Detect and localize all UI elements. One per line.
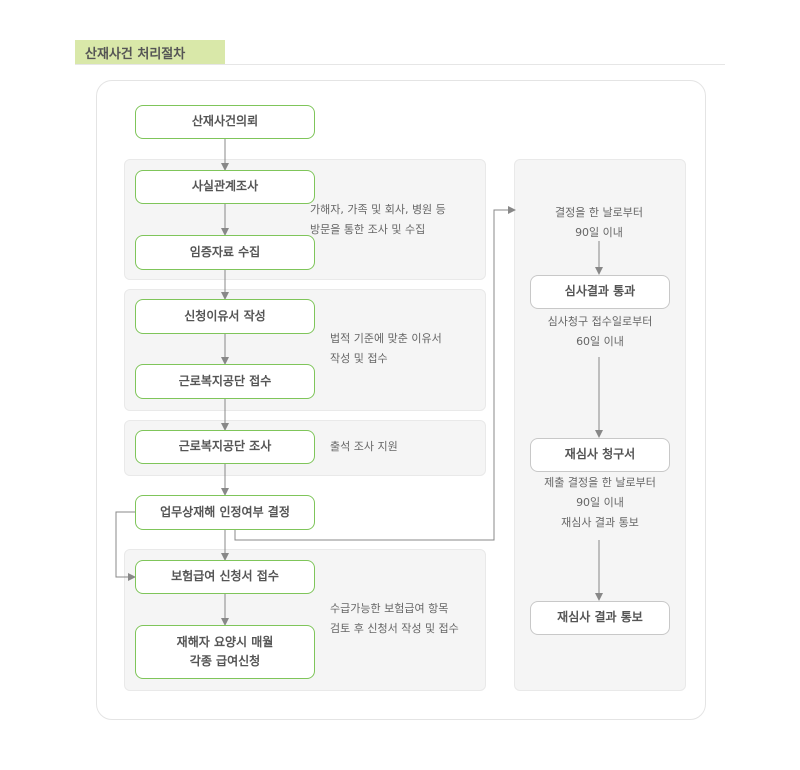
box-rereview-claim: 재심사 청구서 [530, 438, 670, 472]
note-decision-line2: 90일 이내 [575, 226, 623, 239]
title-divider [75, 64, 725, 65]
note-submit-line1: 제출 결정을 한 날로부터 [544, 476, 656, 489]
note-legal-line1: 법적 기준에 맞춘 이유서 [330, 332, 442, 345]
note-fact-line2: 방문을 통한 조사 및 수집 [310, 223, 426, 236]
box-benefit-claim: 보험급여 신청서 접수 [135, 560, 315, 594]
box-accident-request: 산재사건의뢰 [135, 105, 315, 139]
note-benefit-line2: 검토 후 신청서 작성 및 접수 [330, 622, 459, 635]
box-comwel-receipt: 근로복지공단 접수 [135, 364, 315, 399]
box-fact-investigation: 사실관계조사 [135, 170, 315, 204]
note-review-line1: 심사청구 접수일로부터 [547, 315, 653, 328]
box-monthly-benefit: 재해자 요양시 매월 각종 급여신청 [135, 625, 315, 679]
note-legal-line2: 작성 및 접수 [330, 352, 388, 365]
note-review: 심사청구 접수일로부터 60일 이내 [525, 312, 675, 352]
box-comwel-survey: 근로복지공단 조사 [135, 430, 315, 464]
box-reason-document: 신청이유서 작성 [135, 299, 315, 334]
note-legal: 법적 기준에 맞춘 이유서 작성 및 접수 [330, 329, 442, 369]
box-approval-decision: 업무상재해 인정여부 결정 [135, 495, 315, 530]
note-decision: 결정을 한 날로부터 90일 이내 [529, 203, 669, 243]
note-fact: 가해자, 가족 및 회사, 병원 등 방문을 통한 조사 및 수집 [310, 200, 446, 240]
box-review-result: 심사결과 통과 [530, 275, 670, 309]
note-fact-line1: 가해자, 가족 및 회사, 병원 등 [310, 203, 446, 216]
box-rereview-notice: 재심사 결과 통보 [530, 601, 670, 635]
note-submit-line2: 90일 이내 [576, 496, 624, 509]
note-submit-line3: 재심사 결과 통보 [561, 516, 639, 529]
note-decision-line1: 결정을 한 날로부터 [555, 206, 643, 219]
title-highlight [75, 40, 225, 64]
box-monthly-line2: 각종 급여신청 [189, 654, 261, 668]
note-benefit: 수급가능한 보험급여 항목 검토 후 신청서 작성 및 접수 [330, 599, 459, 639]
note-attend: 출석 조사 지원 [330, 440, 398, 453]
note-submit: 제출 결정을 한 날로부터 90일 이내 재심사 결과 통보 [525, 473, 675, 533]
box-monthly-line1: 재해자 요양시 매월 [176, 634, 274, 649]
note-benefit-line1: 수급가능한 보험급여 항목 [330, 602, 449, 615]
note-review-line2: 60일 이내 [576, 335, 624, 348]
box-evidence-collection: 임증자료 수집 [135, 235, 315, 270]
page-title: 산재사건 처리절차 [85, 47, 186, 62]
